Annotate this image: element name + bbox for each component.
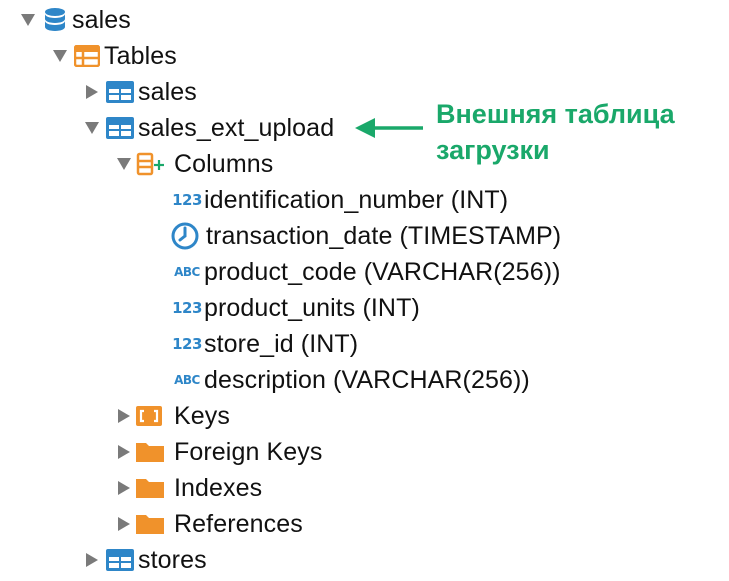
database-label: sales xyxy=(72,5,131,34)
column-label: store_id (INT) xyxy=(204,329,359,358)
numeric-type-icon: 123 xyxy=(172,335,202,353)
tree-node-keys[interactable]: Keys xyxy=(114,398,230,434)
clock-icon xyxy=(170,221,206,251)
expand-toggle[interactable] xyxy=(50,38,70,74)
tables-label: Tables xyxy=(104,41,177,70)
expand-toggle[interactable] xyxy=(82,542,102,578)
tree-node-column[interactable]: 123 store_id (INT) xyxy=(170,326,358,362)
tree-node-table-sales-ext-upload[interactable]: sales_ext_upload xyxy=(82,110,334,146)
annotation-line-1: Внешняя таблица xyxy=(436,99,675,129)
keys-label: Keys xyxy=(174,401,230,430)
annotation-text: Внешняя таблица загрузки xyxy=(436,96,726,168)
tree-node-database-sales[interactable]: sales xyxy=(18,2,131,38)
expand-toggle[interactable] xyxy=(114,506,134,542)
table-label: stores xyxy=(138,545,207,574)
indexes-label: Indexes xyxy=(174,473,263,502)
annotation-line-2: загрузки xyxy=(436,135,550,165)
column-label: identification_number (INT) xyxy=(204,185,509,214)
table-label: sales xyxy=(138,77,197,106)
tree-node-column[interactable]: ABC product_code (VARCHAR(256)) xyxy=(170,254,561,290)
columns-label: Columns xyxy=(174,149,274,178)
foreign-keys-label: Foreign Keys xyxy=(174,437,323,466)
column-label: product_code (VARCHAR(256)) xyxy=(204,257,561,286)
folder-icon xyxy=(134,512,174,536)
tree-node-column[interactable]: 123 product_units (INT) xyxy=(170,290,420,326)
text-type-icon: ABC xyxy=(174,265,200,279)
arrow-left-icon xyxy=(355,118,423,138)
columns-icon xyxy=(134,152,174,176)
database-icon xyxy=(38,7,72,33)
expand-toggle[interactable] xyxy=(114,470,134,506)
tree-node-column[interactable]: transaction_date (TIMESTAMP) xyxy=(170,218,561,254)
tree-node-table-sales[interactable]: sales xyxy=(82,74,197,110)
column-label: product_units (INT) xyxy=(204,293,420,322)
tree-node-indexes[interactable]: Indexes xyxy=(114,470,262,506)
tree-node-foreign-keys[interactable]: Foreign Keys xyxy=(114,434,323,470)
tables-icon xyxy=(70,45,104,67)
references-label: References xyxy=(174,509,303,538)
expand-toggle[interactable] xyxy=(114,434,134,470)
folder-icon xyxy=(134,440,174,464)
tree-node-table-stores[interactable]: stores xyxy=(82,542,207,578)
text-type-icon: ABC xyxy=(174,373,200,387)
tree-node-tables[interactable]: Tables xyxy=(50,38,177,74)
keys-icon xyxy=(134,404,174,428)
tree-node-column[interactable]: ABC description (VARCHAR(256)) xyxy=(170,362,530,398)
numeric-type-icon: 123 xyxy=(172,191,202,209)
table-icon xyxy=(102,117,138,139)
expand-toggle[interactable] xyxy=(18,2,38,38)
tree-node-column[interactable]: 123 identification_number (INT) xyxy=(170,182,508,218)
column-label: transaction_date (TIMESTAMP) xyxy=(206,221,562,250)
numeric-type-icon: 123 xyxy=(172,299,202,317)
expand-toggle[interactable] xyxy=(114,146,134,182)
expand-toggle[interactable] xyxy=(114,398,134,434)
expand-toggle[interactable] xyxy=(82,74,102,110)
folder-icon xyxy=(134,476,174,500)
table-label: sales_ext_upload xyxy=(138,113,335,142)
tree-node-references[interactable]: References xyxy=(114,506,303,542)
table-icon xyxy=(102,549,138,571)
tree-node-columns[interactable]: Columns xyxy=(114,146,273,182)
table-icon xyxy=(102,81,138,103)
column-label: description (VARCHAR(256)) xyxy=(204,365,530,394)
expand-toggle[interactable] xyxy=(82,110,102,146)
